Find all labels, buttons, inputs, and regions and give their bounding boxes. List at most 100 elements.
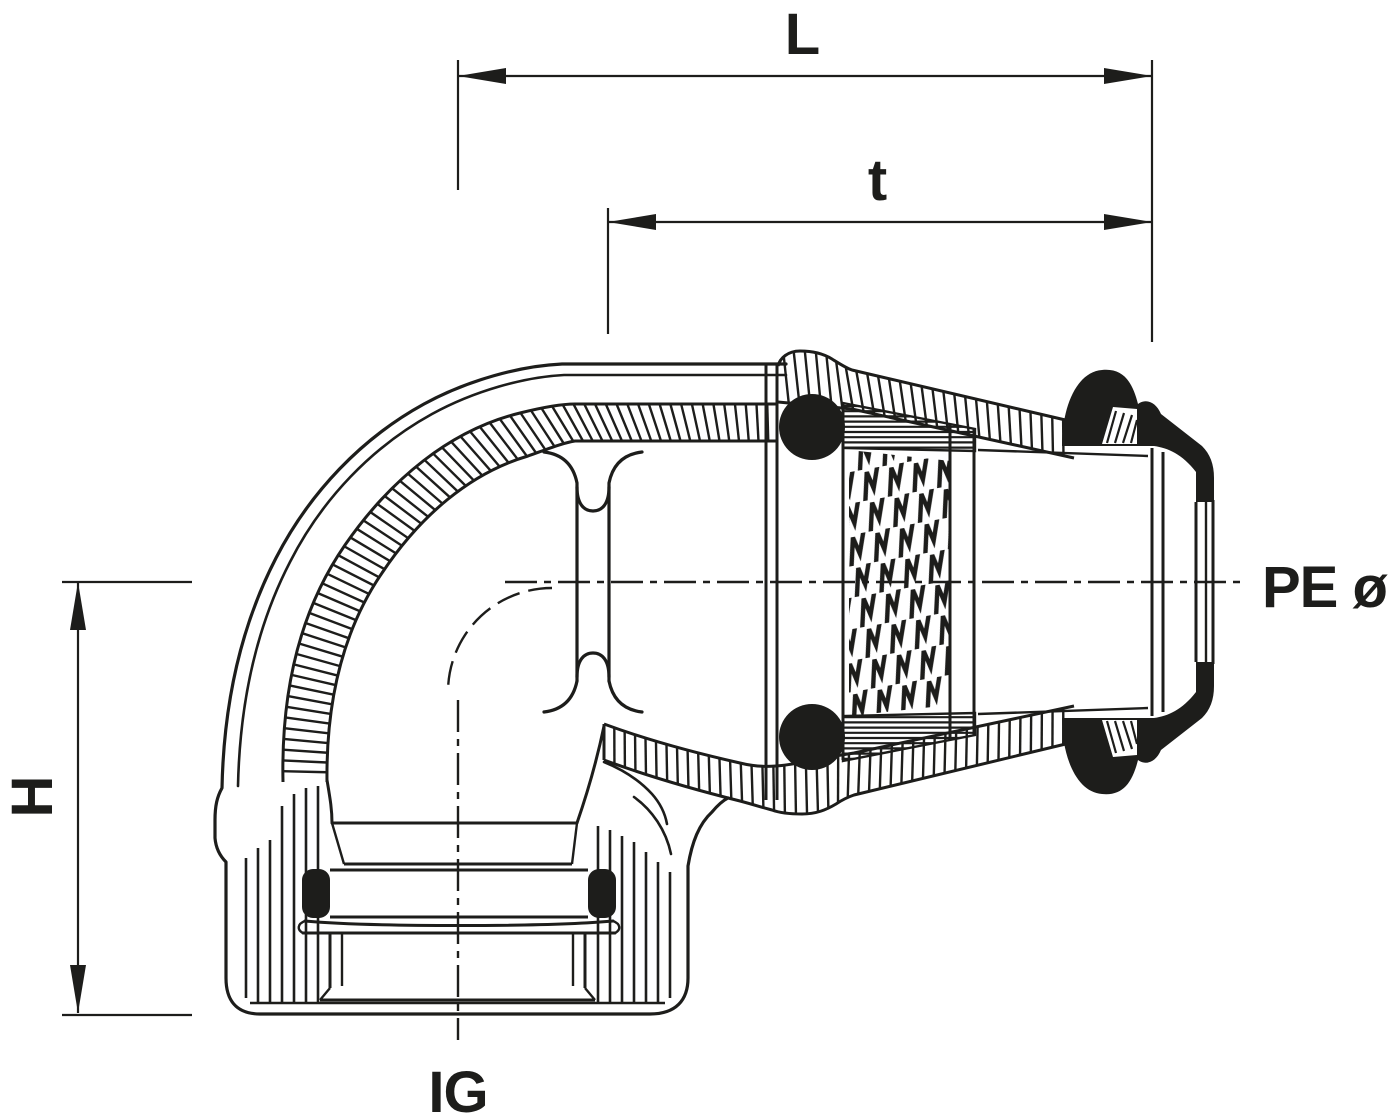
hatch-line [298,642,344,658]
hatch-line [561,404,585,442]
hatch-line [349,536,391,563]
ig-counterbore-left [330,822,346,865]
hatch-line [975,726,979,766]
hatch-line [739,763,744,802]
hatch-line [665,744,669,782]
dim-t-arrow-right [1104,214,1152,230]
hatch-line [423,459,459,493]
hatch-line [728,760,733,799]
hatch-line [450,440,484,477]
hatch-line [326,572,370,595]
hatch-line [686,750,690,788]
hatch-line [866,373,876,415]
hatch-line [432,452,467,487]
pe-port-label: PE ø [1262,555,1388,620]
hatch-line [293,663,338,677]
hatch-line [876,375,886,417]
hatch-line [321,582,365,604]
pe-mouth [1062,369,1215,795]
hatch-line [469,430,501,468]
hatch-line [383,495,423,525]
hatch-line [804,761,809,814]
mouth-top-cap [1062,369,1214,502]
hatch-line [289,684,334,696]
hatch-line [654,741,658,778]
dimension-H: H [0,580,192,1017]
hatch-line [604,403,624,442]
hatch-line [793,763,798,814]
hatch-line [963,396,970,435]
hatch-line [718,758,722,797]
mouth-bottom-cap [1062,662,1214,795]
dim-H-arrow-top [70,582,86,630]
sleeve-left-line [542,450,579,683]
hatch-line [308,611,353,631]
hatch-line [1018,409,1023,447]
hatch-line [376,502,416,532]
hatch-line [540,407,565,445]
dim-L-arrow-left [458,68,506,84]
hatch-line [772,766,776,811]
hatch-line [974,398,981,438]
dim-t-label: t [868,148,887,213]
dimension-t: t [606,148,1152,334]
body-outer-contour [213,362,788,1016]
hatch-line [669,403,682,442]
junction-step-curve [602,760,669,826]
sleeve-right-flare [607,679,644,714]
hatch-line [707,755,712,794]
hatch-line [291,673,336,687]
pe-socket-bottom-wall-hatch [602,704,1075,816]
hatch-line [792,351,801,405]
hatch-line [415,465,451,499]
hatch-line [519,412,547,451]
hatch-line [615,403,633,442]
hatch-line [478,426,510,464]
hatch-line [1040,414,1044,452]
hatch-line [301,632,346,649]
hatch-line [985,401,992,440]
hatch-line [282,759,328,764]
hatch-line [712,403,721,442]
sleeve-top-cup [575,485,611,513]
hatch-line [509,414,538,454]
hatch-line [679,403,692,442]
elbow-wall-outer-edge [281,402,778,783]
hatch-line [488,421,519,461]
ig-washer-right-cap [611,919,621,935]
hatch-line [825,355,833,408]
o-ring-top [779,394,845,460]
pe-bore-bottom-line [977,706,1149,716]
ig-port-label: IG [428,1060,487,1120]
hatch-line [1051,416,1055,454]
hatch-line [750,765,754,805]
hatch-line [498,418,528,458]
hatch-line [744,403,750,442]
sleeve-bottom-cup [575,651,611,679]
elbow-wall-inner-edge [325,439,778,783]
hatch-line [283,748,328,754]
hatch-line [529,409,556,448]
hatch-line [583,403,604,442]
hatch-line [369,511,409,540]
hatch-line [690,403,702,442]
hatch-line [846,753,851,798]
hatch-line [441,446,475,482]
hatch-line [783,765,787,814]
hatch-line [844,367,855,410]
hatch-line [286,705,331,716]
hatch-line [997,722,1001,761]
body-second-contour [236,373,788,788]
bore-connector-left [325,778,334,825]
hatch-line [755,403,760,442]
hatch-line [285,716,330,725]
elbow-wall-hatch [281,402,778,783]
dim-H-label: H [0,777,65,818]
hatch-line [647,403,663,442]
pe-top-wall-outer-edge [776,349,1075,424]
hatch-line [305,621,350,640]
hatch-line [626,403,643,442]
hatch-line [697,752,701,791]
